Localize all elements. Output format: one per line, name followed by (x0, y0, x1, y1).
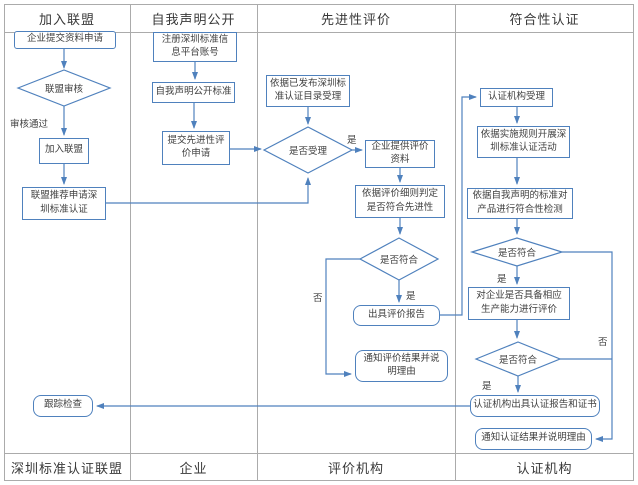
edge-report-to-certaccept (440, 94, 477, 316)
node-judge-by-rules: 依据评价细则判定 是否符合先进性 (355, 185, 445, 218)
diamond-eval-conform (358, 237, 440, 281)
diamond-cert-conform-2 (474, 341, 562, 377)
edge-label-review-passed: 审核通过 (10, 120, 49, 130)
edge-recommend-to-accept (106, 177, 311, 204)
node-submit-eval-apply: 提交先进性评 价申请 (162, 131, 230, 165)
lane-header-conformity-certification: 符合性认证 (509, 11, 580, 27)
diamond-label-accept-decision: 是否受理 (288, 147, 327, 157)
lane-footer-certification-agency: 认证机构 (516, 460, 573, 476)
node-notify-eval-result: 通知评价结果并说 明理由 (355, 350, 448, 382)
lane-footer-enterprise: 企业 (179, 460, 208, 476)
node-provide-materials: 企业提供评价 资料 (365, 140, 435, 168)
node-conformity-test: 依据自我声明的标准对 产品进行符合性检测 (467, 188, 573, 219)
node-alliance-recommend: 联盟推荐申请深 圳标准认证 (22, 187, 106, 220)
diamond-cert-conform-1 (469, 237, 565, 267)
lane-header-self-declaration: 自我声明公开 (151, 11, 236, 27)
node-issue-eval-report: 出具评价报告 (353, 305, 440, 326)
lane-header-join-alliance: 加入联盟 (38, 11, 95, 27)
diamond-label-alliance-review: 联盟审核 (44, 85, 83, 95)
node-join-alliance: 加入联盟 (39, 138, 89, 164)
node-issue-cert: 认证机构出具认证报告和证书 (470, 395, 600, 417)
diamond-label-cert-conform-1: 是否符合 (497, 249, 536, 259)
diamond-accept-decision (262, 126, 354, 174)
edge-label-cert1-yes: 是 (497, 275, 507, 285)
diamond-label-cert-conform-2: 是否符合 (498, 356, 537, 366)
edge-eval-conform-no (325, 258, 360, 377)
node-register-account: 注册深圳标准信 息平台账号 (153, 32, 237, 62)
edge-label-cert-no: 否 (598, 334, 608, 348)
node-tracking-check: 跟踪检查 (33, 395, 93, 417)
lane-footer-alliance: 深圳标准认证联盟 (10, 460, 123, 476)
lane-header-advancement-evaluation: 先进性评价 (320, 11, 391, 27)
node-cert-accept: 认证机构受理 (480, 88, 553, 107)
node-submit-materials: 企业提交资料申请 (14, 31, 116, 49)
edge-label-cert2-yes: 是 (482, 382, 492, 392)
node-self-declare: 自我声明公开标准 (152, 82, 235, 103)
diamond-alliance-review (16, 69, 112, 107)
node-capacity-eval: 对企业是否具备相应 生产能力进行评价 (468, 287, 570, 320)
node-carry-out-cert: 依据实施规则开展深 圳标准认证活动 (477, 126, 570, 158)
edge-label-eval-yes: 是 (406, 292, 416, 302)
diamond-label-eval-conform: 是否符合 (379, 256, 418, 266)
decision-diamonds (16, 69, 565, 377)
node-accept-by-catalog: 依据已发布深圳标 准认证目录受理 (266, 75, 350, 107)
lane-footer-evaluation-agency: 评价机构 (327, 460, 384, 476)
node-notify-cert-result: 通知认证结果并说明理由 (475, 428, 592, 450)
edge-label-accept-yes: 是 (347, 136, 357, 146)
edge-label-eval-no: 否 (313, 294, 323, 304)
flow-connectors (61, 49, 613, 442)
edge-conform1-no (562, 251, 613, 442)
